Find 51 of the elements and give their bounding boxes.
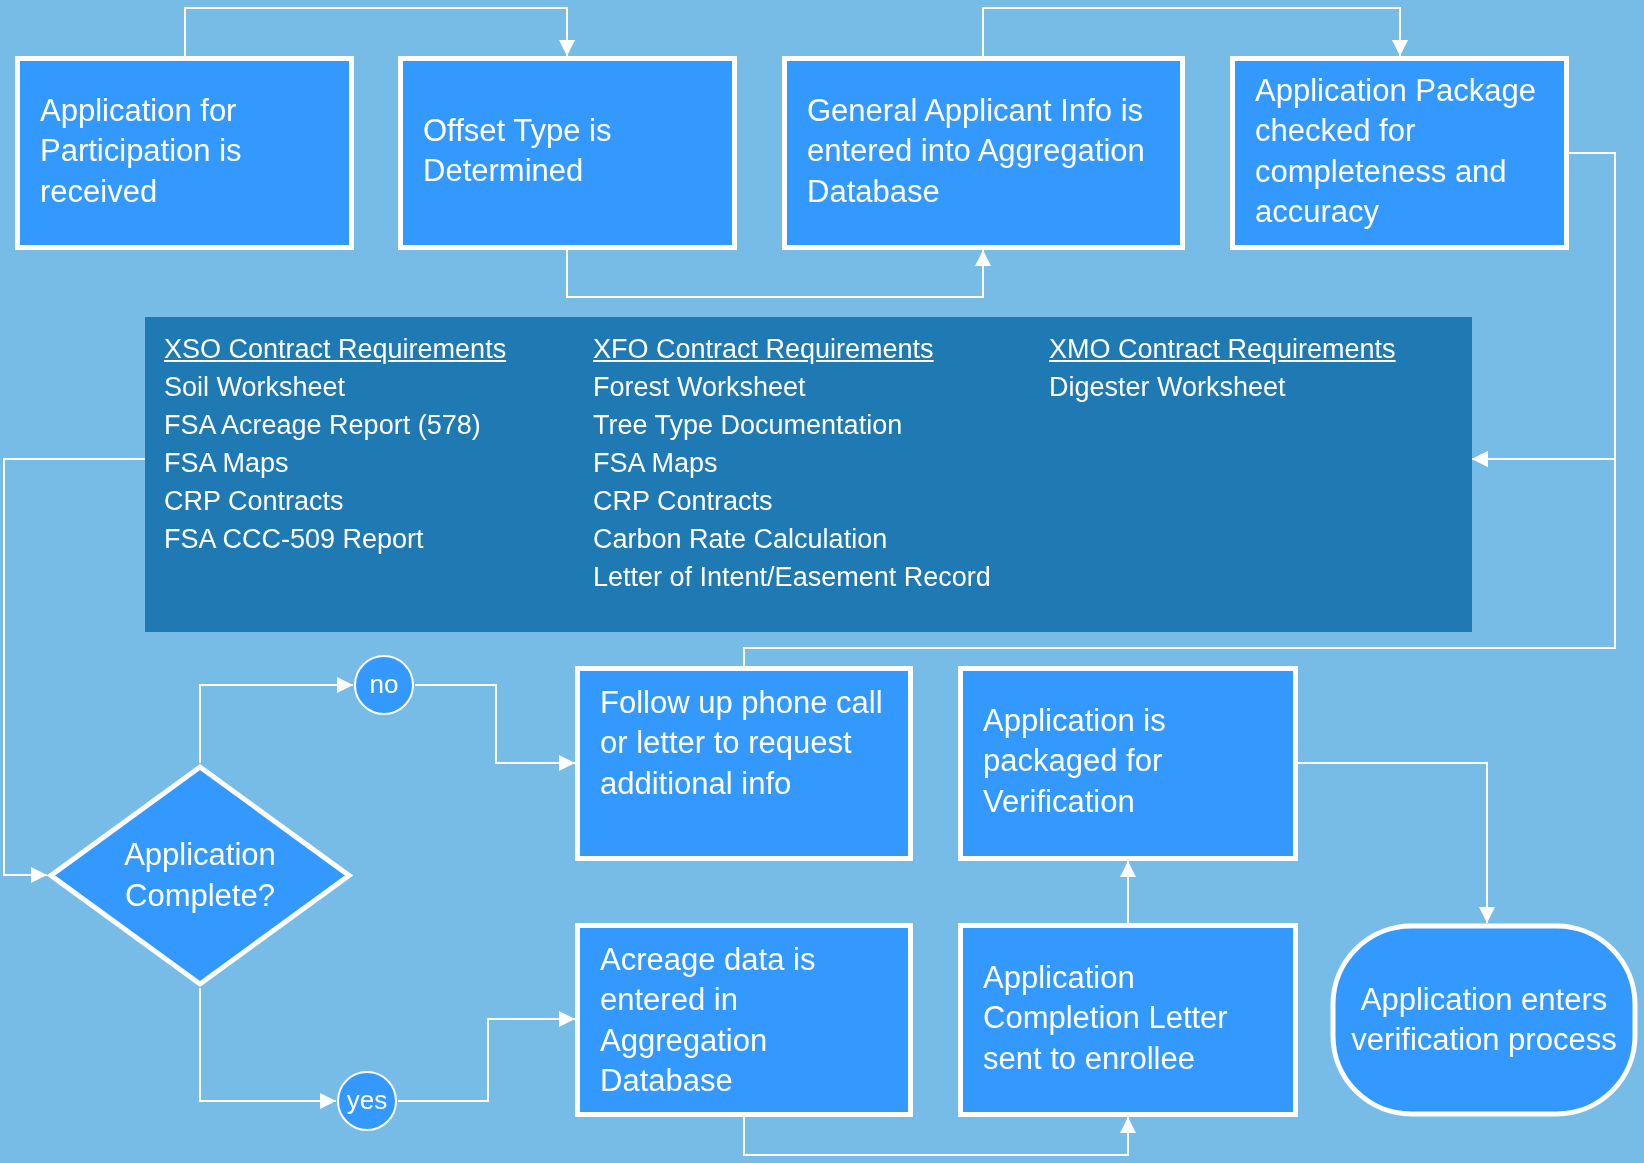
process-box — [575, 923, 913, 1117]
box-text: Application Package checked for completeness and accuracy — [1255, 72, 1537, 231]
box-text: Application for Participation is received — [40, 92, 243, 211]
box-text: General Applicant Info is entered into Aggregation Database — [807, 92, 1146, 211]
branch-label: yes — [345, 1084, 389, 1118]
box-text: Application Completion Letter sent to enrollee — [983, 959, 1229, 1078]
process-box — [958, 666, 1298, 861]
list-item: Letter of Intent/Easement Record — [593, 561, 991, 594]
decision-diamond — [47, 763, 353, 988]
arrow — [1297, 762, 1495, 924]
list-item: FSA Maps — [164, 447, 289, 480]
process-box — [1230, 56, 1569, 250]
list-item: Digester Worksheet — [1049, 371, 1286, 404]
arrow — [414, 684, 576, 771]
arrow — [397, 1011, 576, 1102]
arrow — [184, 7, 575, 57]
process-box — [782, 56, 1185, 250]
list-item: FSA Maps — [593, 447, 718, 480]
list-item: CRP Contracts — [164, 485, 344, 518]
process-box — [575, 666, 913, 861]
list-item: Carbon Rate Calculation — [593, 523, 888, 556]
shape-text: Application Complete? — [123, 836, 277, 915]
box-text: Follow up phone call or letter to request additional info — [600, 684, 884, 803]
branch-label: no — [368, 668, 400, 702]
box-text: Application is packaged for Verification — [983, 702, 1167, 821]
connector-circle — [336, 1070, 398, 1132]
list-item: FSA CCC-509 Report — [164, 523, 424, 556]
arrow — [743, 1116, 1136, 1156]
box-text: Offset Type is Determined — [423, 112, 613, 191]
arrow — [1120, 860, 1136, 924]
arrow — [199, 677, 354, 764]
arrow — [566, 249, 991, 298]
arrow — [199, 987, 337, 1109]
requirements-panel — [145, 317, 1472, 632]
list-item: CRP Contracts — [593, 485, 773, 518]
arrow — [3, 458, 146, 883]
process-box — [958, 923, 1298, 1117]
connector-circle — [353, 654, 415, 716]
shape-text: Application enters verification process — [1350, 980, 1618, 1059]
column-heading: XFO Contract Requirements — [593, 333, 934, 366]
list-item: Forest Worksheet — [593, 371, 806, 404]
column-heading: XMO Contract Requirements — [1049, 333, 1396, 366]
arrow — [743, 451, 1616, 667]
column-heading: XSO Contract Requirements — [164, 333, 507, 366]
process-box — [398, 56, 737, 250]
list-item: FSA Acreage Report (578) — [164, 409, 481, 442]
list-item: Tree Type Documentation — [593, 409, 903, 442]
arrow — [982, 7, 1408, 57]
process-box — [15, 56, 354, 250]
box-text: Acreage data is entered in Aggregation Database — [600, 941, 817, 1100]
list-item: Soil Worksheet — [164, 371, 346, 404]
